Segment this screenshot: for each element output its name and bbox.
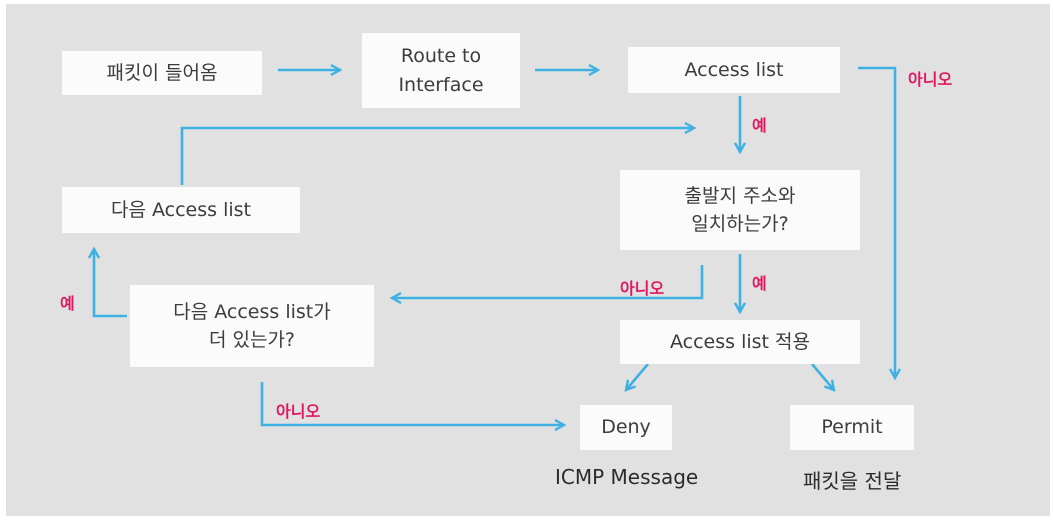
label-more-no: 아니오 (276, 402, 321, 421)
node-next-access-list-text: 다음 Access list (111, 198, 251, 221)
node-permit-text: Permit (821, 416, 883, 439)
node-packet-in: 패킷이 들어옴 (62, 51, 262, 95)
node-deny: Deny (580, 405, 672, 450)
label-access-yes: 예 (752, 116, 767, 135)
label-more-yes: 예 (60, 294, 75, 313)
node-access-list-text: Access list (684, 58, 784, 81)
node-next-access-list: 다음 Access list (62, 187, 300, 233)
node-deny-text: Deny (601, 416, 651, 439)
node-access-list: Access list (628, 47, 840, 93)
node-source-match-line2: 일치하는가? (691, 213, 789, 235)
node-source-match-line1: 출발지 주소와 (684, 184, 796, 207)
node-packet-in-text: 패킷이 들어옴 (106, 61, 218, 84)
node-source-match: 출발지 주소와 일치하는가? (620, 170, 860, 250)
arrow-match-no-left (392, 265, 704, 298)
arrow-apply-to-deny (626, 363, 649, 390)
caption-forward-packet: 패킷을 전달 (803, 469, 902, 493)
node-route-line2: Interface (398, 73, 484, 96)
arrow-next-list-loop (180, 128, 694, 185)
label-match-no: 아니오 (620, 279, 665, 298)
arrow-more-yes-up (94, 249, 127, 318)
caption-icmp-message: ICMP Message (555, 465, 699, 489)
node-more-list: 다음 Access list가 더 있는가? (130, 285, 374, 367)
node-more-list-line1: 다음 Access list가 (173, 300, 331, 323)
arrow-more-no-to-deny (260, 382, 564, 425)
node-more-list-line2: 더 있는가? (208, 329, 296, 351)
arrow-access-no-to-permit (858, 66, 895, 378)
node-route-line1: Route to (400, 45, 482, 67)
label-access-no: 아니오 (908, 70, 953, 89)
node-permit: Permit (790, 405, 914, 450)
node-route-to-interface: Route to Interface (362, 33, 520, 108)
label-match-yes: 예 (752, 274, 767, 293)
node-apply-list-text: Access list 적용 (670, 330, 810, 353)
node-apply-list: Access list 적용 (620, 320, 860, 364)
arrow-apply-to-permit (811, 363, 834, 390)
